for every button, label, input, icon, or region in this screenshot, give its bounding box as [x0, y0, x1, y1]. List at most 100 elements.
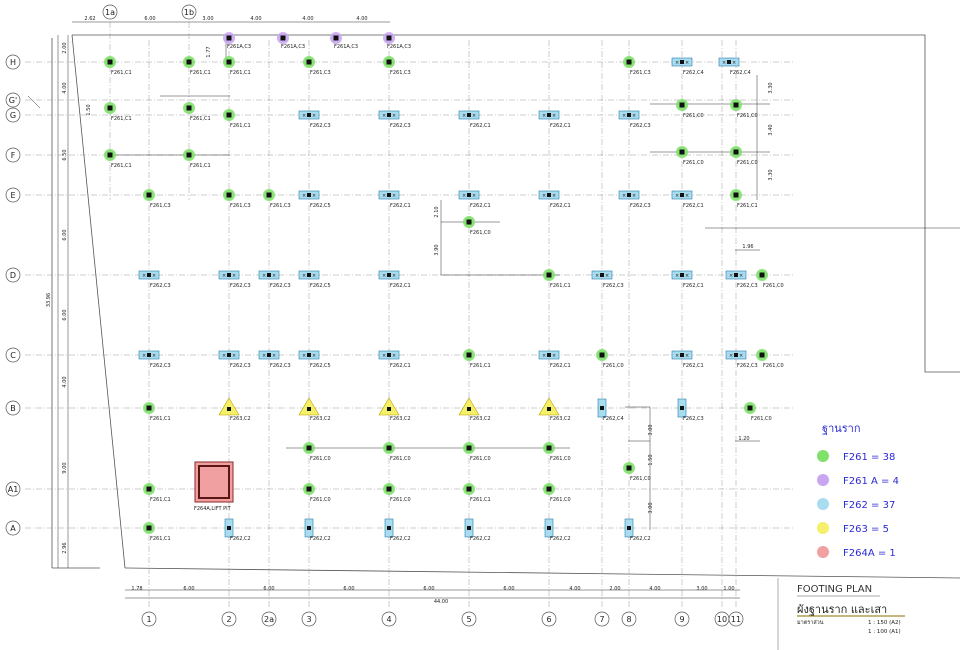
footing-f261-c0: F261,C0: [463, 216, 491, 236]
footing-f262-c3: F262,C3: [677, 398, 704, 422]
column-bubble-10: 10: [714, 611, 730, 627]
footing-label: F262,C1: [390, 283, 411, 289]
footing-label: F262,C2: [230, 536, 251, 542]
footing-label: F262,C1: [683, 283, 704, 289]
footing-label: F262,C1: [683, 363, 704, 369]
footing-f261-c0: F261,C0: [744, 402, 772, 422]
footing-f263-c2: F263,C2: [458, 397, 491, 422]
svg-text:×: ×: [302, 353, 306, 359]
footing-label: F262,C4: [683, 70, 704, 76]
footing-f262-c3: ××F262,C3: [618, 190, 651, 209]
svg-text:9: 9: [679, 615, 684, 624]
svg-text:G: G: [10, 111, 16, 120]
svg-text:×: ×: [685, 193, 689, 199]
footing-label: F262,C3: [683, 416, 704, 422]
footing-label: F262,C4: [730, 70, 751, 76]
building-outline: [51, 34, 960, 579]
svg-text:×: ×: [552, 193, 556, 199]
footing-f261-c3: F261,C3: [143, 189, 171, 209]
svg-text:×: ×: [222, 353, 226, 359]
dimension-value: 1.00: [723, 586, 734, 592]
footing-label: F261,C1: [150, 536, 171, 542]
legend-item: F261 A = 4: [817, 474, 899, 487]
svg-text:×: ×: [222, 273, 226, 279]
svg-text:×: ×: [685, 273, 689, 279]
svg-text:×: ×: [302, 113, 306, 119]
grid-lines: [25, 22, 795, 608]
svg-text:3: 3: [306, 615, 311, 624]
footing-f262-c4: F262,C4: [597, 398, 624, 422]
dimension-value: 1.20: [738, 436, 749, 442]
dimension-value: 4.00: [62, 82, 68, 93]
svg-text:×: ×: [542, 353, 546, 359]
footing-f261a-c3: F261A,C3: [223, 32, 251, 50]
footing-label: F261,C0: [683, 160, 704, 166]
dimension-value: 4.00: [250, 16, 261, 22]
title-block: FOOTING PLAN ผังฐานราก และเสา มาตราส่วน …: [777, 578, 905, 650]
svg-text:F263 = 5: F263 = 5: [843, 524, 889, 535]
footing-f262-c3: ××F262,C3: [618, 110, 651, 129]
footing-f261-c3: F261,C3: [223, 189, 251, 209]
footing-label: F261,C0: [683, 113, 704, 119]
footing-f261-c1: F261,C1: [463, 483, 491, 503]
svg-text:11: 11: [731, 615, 741, 624]
footing-label: F261,C0: [603, 363, 624, 369]
svg-text:×: ×: [312, 113, 316, 119]
dimension-value: 2.00: [609, 586, 620, 592]
footing-label: F261,C1: [190, 163, 211, 169]
column-bubble-7: 7: [594, 611, 610, 627]
footing-f261-c0: F261,C0: [676, 146, 704, 166]
footing-f261-c1: F261,C1: [104, 56, 132, 76]
svg-text:×: ×: [382, 193, 386, 199]
footing-f262-c2: F262,C2: [464, 518, 491, 542]
svg-text:×: ×: [675, 273, 679, 279]
footing-f262-c2: F262,C2: [544, 518, 571, 542]
row-bubble-gp: G': [5, 92, 21, 108]
dimension-value: 9.00: [62, 462, 68, 473]
svg-text:×: ×: [622, 193, 626, 199]
footing-label: F261,C1: [550, 283, 571, 289]
dimension-value: 2.62: [84, 16, 95, 22]
footing-f262-c2: F262,C2: [384, 518, 411, 542]
dimension-value: 3.90: [434, 244, 440, 255]
footing-label: F262,C2: [550, 536, 571, 542]
footing-f261-c0: F261,C0: [383, 483, 411, 503]
footing-label: F262,C2: [310, 536, 331, 542]
dimension-value: 2.10: [434, 206, 440, 217]
dimension-value: 6.00: [62, 309, 68, 320]
footing-label: F261,C0: [310, 497, 331, 503]
footing-f262-c1: ××F262,C1: [538, 350, 571, 369]
footing-label: F261,C1: [737, 203, 758, 209]
row-bubble-c: C: [5, 347, 21, 363]
footing-label: F262,C3: [270, 363, 291, 369]
svg-text:×: ×: [142, 273, 146, 279]
svg-text:F261 = 38: F261 = 38: [843, 452, 895, 463]
dimension-value: 3.30: [768, 82, 774, 93]
svg-text:×: ×: [632, 113, 636, 119]
scale-a1: 1 : 100 (A1): [868, 629, 901, 635]
footing-label: F262,C3: [390, 123, 411, 129]
scale-a2: 1 : 150 (A2): [868, 620, 901, 626]
svg-text:7: 7: [599, 615, 604, 624]
dimension-lines: [57, 21, 760, 599]
column-bubble-2a: 2a: [261, 611, 277, 627]
footing-label: F262,C1: [683, 203, 704, 209]
svg-text:×: ×: [312, 193, 316, 199]
svg-text:×: ×: [152, 353, 156, 359]
svg-text:×: ×: [462, 113, 466, 119]
footing-label: F261,C1: [190, 70, 211, 76]
svg-text:5: 5: [466, 615, 471, 624]
svg-text:×: ×: [232, 273, 236, 279]
dimension-value: 44.00: [434, 599, 448, 605]
svg-text:×: ×: [382, 273, 386, 279]
dimension-value: 3.00: [202, 16, 213, 22]
footing-f261-c0: F261,C0: [730, 146, 758, 166]
footing-f262-c3: ××F262,C3: [378, 110, 411, 129]
footing-label: F262,C2: [630, 536, 651, 542]
footing-label: F261,C0: [550, 456, 571, 462]
lift-pit: F264A,LIFT PIT: [194, 461, 234, 512]
legend-title: ฐานราก: [822, 422, 861, 435]
svg-text:1a: 1a: [105, 8, 115, 17]
footing-f262-c2: F262,C2: [304, 518, 331, 542]
